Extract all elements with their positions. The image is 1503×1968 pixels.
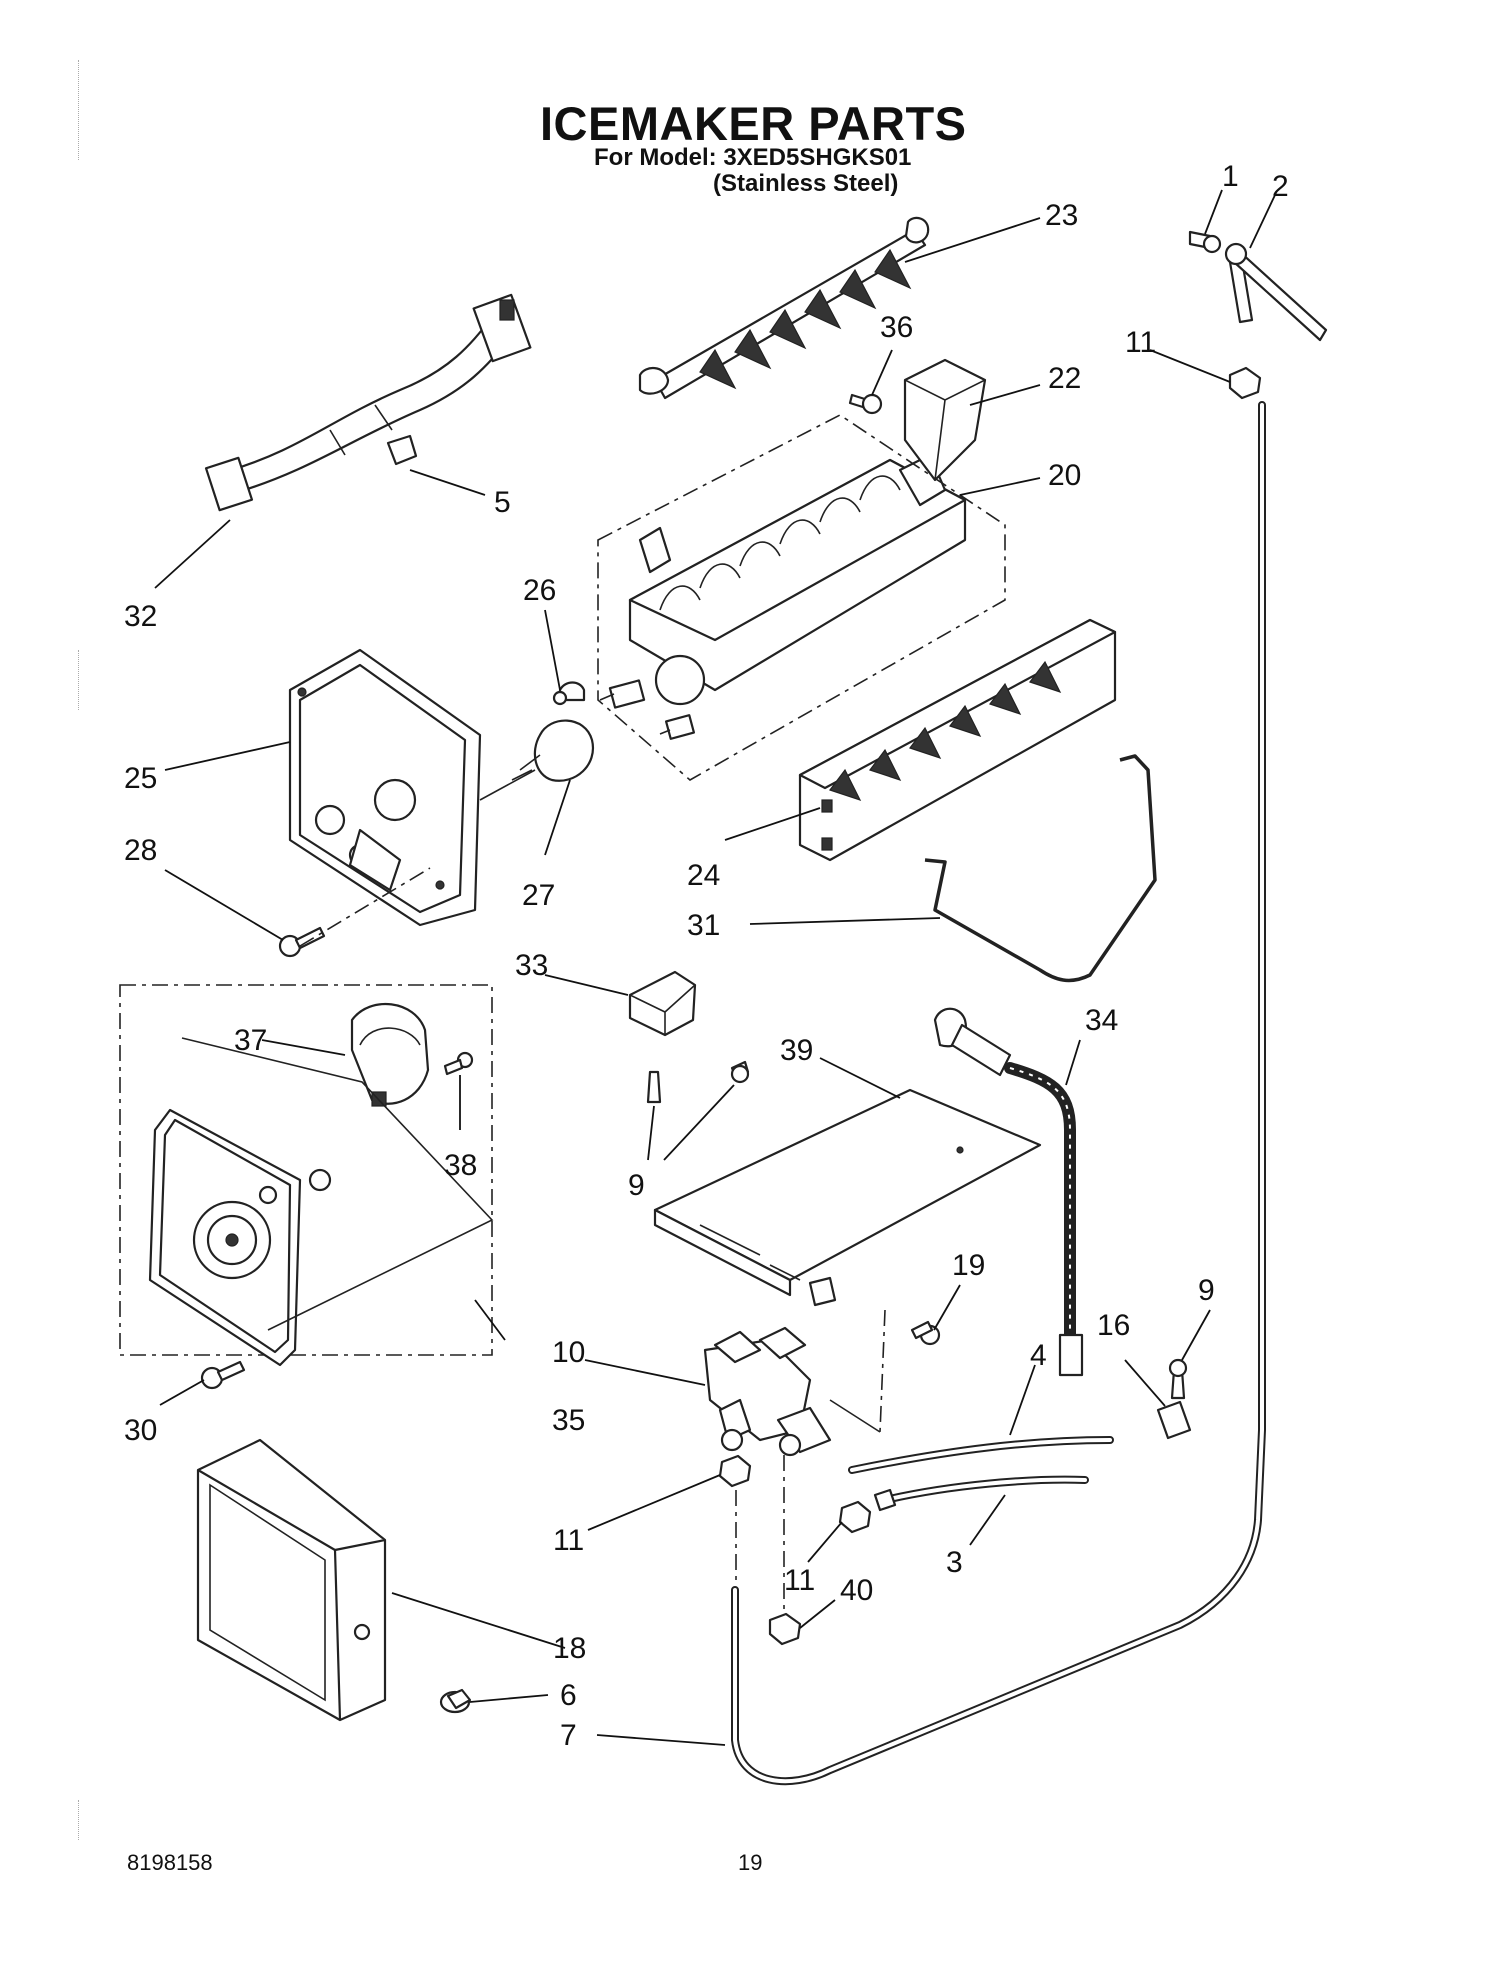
callout-24: 24 (687, 859, 720, 892)
cover-panel[interactable] (196, 1438, 387, 1722)
callout-30: 30 (124, 1414, 157, 1447)
finish-line: (Stainless Steel) (713, 170, 899, 197)
motor-assembly-outline (119, 984, 493, 1356)
clip-screw[interactable] (1168, 1358, 1188, 1400)
callout-4: 4 (1030, 1339, 1047, 1372)
water-tube-upper[interactable] (848, 1436, 1114, 1474)
callout-19: 19 (952, 1249, 985, 1282)
motor-coupler[interactable] (511, 719, 595, 782)
mold-shaft[interactable] (599, 679, 696, 740)
callout-18: 18 (553, 1632, 586, 1665)
callout-7: 7 (560, 1719, 577, 1752)
control-housing[interactable] (288, 648, 482, 927)
callout-33: 33 (515, 949, 548, 982)
callout-11b: 11 (553, 1524, 584, 1557)
braided-hose[interactable] (933, 1007, 1084, 1377)
fill-cup[interactable] (903, 358, 987, 482)
callout-38: 38 (444, 1149, 477, 1182)
page-title: ICEMAKER PARTS (540, 97, 967, 150)
motor[interactable] (350, 1002, 430, 1107)
callout-labels: 1 2 23 36 22 11 5 20 32 26 25 27 28 24 3… (124, 160, 1289, 1752)
callout-11: 11 (1125, 326, 1156, 359)
callout-27: 27 (522, 879, 555, 912)
callout-40: 40 (840, 1574, 873, 1607)
callout-34: 34 (1085, 1004, 1118, 1037)
strainer-tube[interactable] (1224, 242, 1328, 342)
callout-9: 9 (628, 1169, 645, 1202)
callout-3: 3 (946, 1546, 963, 1579)
callout-1: 1 (1222, 160, 1239, 193)
valve-outline (879, 1309, 886, 1433)
compression-nut-inlet[interactable] (838, 1500, 872, 1534)
callout-10: 10 (552, 1336, 585, 1369)
callout-39: 39 (780, 1034, 813, 1067)
wire-harness[interactable] (204, 293, 532, 512)
harness-clip[interactable] (386, 434, 418, 466)
ice-mold[interactable] (628, 453, 967, 706)
model-line: For Model: 3XED5SHGKS01 (594, 144, 912, 171)
motor-assembly-edge (181, 1037, 494, 1331)
tube-clip[interactable] (1156, 1400, 1192, 1440)
connector-line (479, 769, 536, 801)
callout-25: 25 (124, 762, 157, 795)
mold-screw[interactable] (848, 393, 883, 415)
cover-screw[interactable] (646, 1060, 750, 1104)
water-valve[interactable] (703, 1326, 881, 1457)
plate-screw[interactable] (200, 1360, 246, 1390)
callout-26: 26 (523, 574, 556, 607)
callout-6: 6 (560, 1679, 577, 1712)
page-number: 19 (738, 1850, 763, 1875)
mold-cover[interactable] (628, 970, 697, 1037)
doc-number: 8198158 (127, 1850, 213, 1875)
shutoff-arm[interactable] (924, 754, 1157, 983)
callout-5: 5 (494, 486, 511, 519)
leader-lines (154, 189, 1276, 1746)
callout-28: 28 (124, 834, 157, 867)
compression-nut-valve[interactable] (718, 1454, 752, 1488)
plug-button[interactable] (439, 1688, 472, 1714)
stripper[interactable] (798, 618, 1117, 862)
control-plate[interactable] (148, 1108, 332, 1367)
callout-2: 2 (1272, 170, 1289, 203)
margin-ticks (78, 1800, 81, 1840)
callout-20: 20 (1048, 459, 1081, 492)
margin-ticks (78, 650, 81, 710)
mounting-plate[interactable] (653, 1088, 1042, 1307)
ejector-blade[interactable] (638, 216, 930, 400)
motor-screw[interactable] (443, 1051, 474, 1076)
compression-nut-top[interactable] (1228, 366, 1262, 400)
callout-11c: 11 (784, 1564, 815, 1597)
callout-9b: 9 (1198, 1274, 1215, 1307)
valve-nut[interactable] (768, 1612, 802, 1646)
callout-35: 35 (552, 1404, 585, 1437)
callout-31: 31 (687, 909, 720, 942)
fitting-screw[interactable] (1188, 230, 1222, 254)
callout-32: 32 (124, 600, 157, 633)
valve-screw[interactable] (910, 1320, 941, 1346)
mold-outline (597, 414, 1006, 781)
callout-37: 37 (234, 1024, 267, 1057)
callout-16: 16 (1097, 1309, 1130, 1342)
housing-screw[interactable] (278, 926, 326, 958)
callout-22: 22 (1048, 362, 1081, 395)
callout-36: 36 (880, 311, 913, 344)
callout-23: 23 (1045, 199, 1078, 232)
margin-ticks (78, 60, 81, 160)
bearing[interactable] (552, 681, 586, 706)
housing-outline (299, 867, 431, 947)
